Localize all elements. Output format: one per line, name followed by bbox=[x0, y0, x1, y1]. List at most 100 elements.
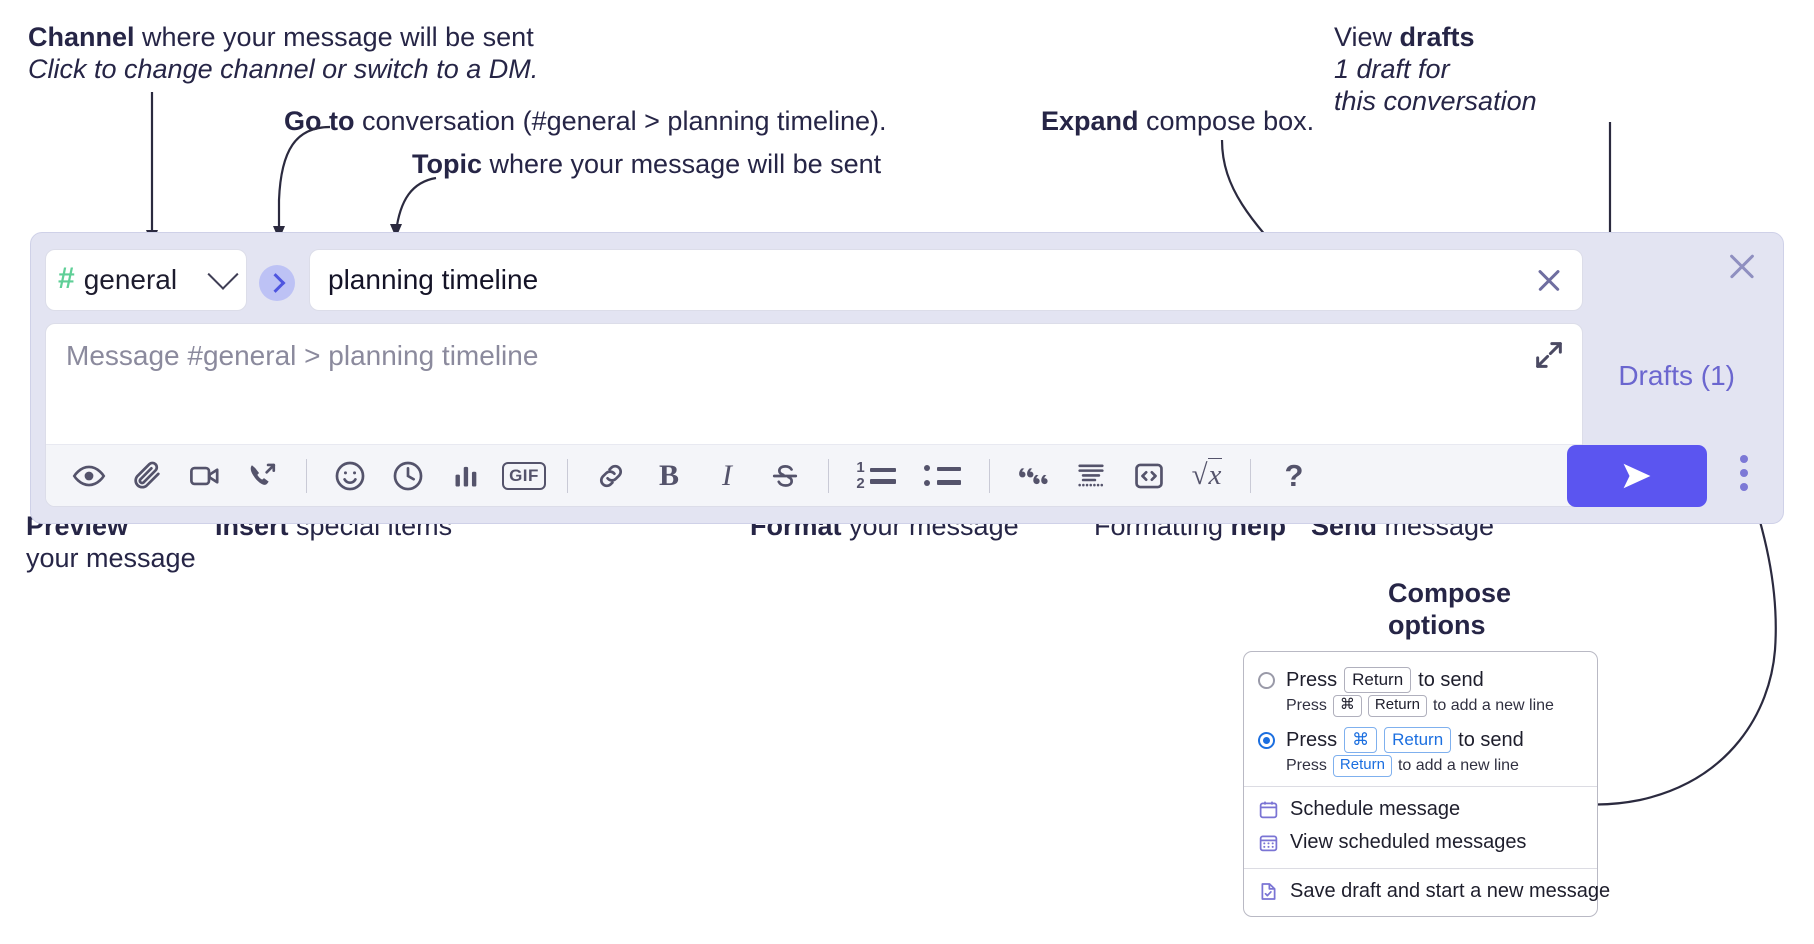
annotation-topic: Topic where your message will be sent bbox=[412, 149, 881, 181]
topic-input[interactable]: planning timeline bbox=[309, 249, 1583, 311]
separator-3 bbox=[828, 458, 829, 493]
annotation-compose-options-l1: Compose bbox=[1388, 578, 1512, 608]
annotation-expand: Expand compose box. bbox=[1041, 106, 1314, 138]
option-cmd-return-to-send[interactable]: Press ⌘ Return to send bbox=[1244, 717, 1597, 754]
option-return-main: Press Return to send bbox=[1286, 667, 1484, 694]
radio-return-to-send[interactable] bbox=[1258, 672, 1275, 689]
audio-clip-button[interactable] bbox=[234, 451, 292, 501]
preview-button[interactable] bbox=[60, 451, 118, 501]
annotation-compose-options-l2: options bbox=[1388, 610, 1486, 641]
menu-divider-1 bbox=[1244, 786, 1597, 787]
annotation-drafts-italic-1: 1 draft for bbox=[1334, 53, 1450, 84]
option-cmd-return-sub: Press Return to add a new line bbox=[1244, 755, 1597, 777]
option-return-sub-tail: to add a new line bbox=[1432, 697, 1554, 715]
ordered-list-num-1: 1 bbox=[856, 458, 865, 476]
topic-clear-icon[interactable] bbox=[1534, 265, 1564, 295]
annotation-goto: Go to conversation (#general > planning … bbox=[284, 106, 887, 138]
key-return-newline: Return bbox=[1332, 755, 1392, 777]
chevron-down-icon bbox=[207, 258, 239, 290]
key-return: Return bbox=[1344, 667, 1412, 694]
gif-label: GIF bbox=[502, 461, 546, 490]
link-button[interactable] bbox=[582, 451, 640, 501]
blockquote-button[interactable] bbox=[1004, 451, 1062, 501]
close-compose-button[interactable] bbox=[1725, 249, 1759, 283]
annotation-expand-bold: Expand bbox=[1041, 106, 1139, 136]
italic-button[interactable]: I bbox=[698, 451, 756, 501]
goto-conversation-button[interactable] bbox=[259, 265, 295, 301]
formatting-help-button[interactable]: ? bbox=[1265, 451, 1323, 501]
message-input-placeholder: Message #general > planning timeline bbox=[66, 340, 539, 371]
square-root-x-icon: √x bbox=[1191, 458, 1223, 491]
ordered-list-num-2: 2 bbox=[856, 474, 865, 492]
menu-divider-2 bbox=[1244, 868, 1597, 869]
key-return-sub: Return bbox=[1367, 695, 1427, 717]
send-paper-plane-icon bbox=[1623, 463, 1651, 489]
poll-button[interactable] bbox=[437, 451, 495, 501]
strikethrough-button[interactable] bbox=[756, 451, 814, 501]
document-check-icon bbox=[1258, 881, 1279, 902]
hash-icon: # bbox=[58, 262, 75, 295]
annotation-topic-rest: where your message will be sent bbox=[482, 149, 882, 179]
compose-options-button[interactable] bbox=[1727, 453, 1761, 493]
separator-5 bbox=[1250, 458, 1251, 493]
compose-options-menu: Press Return to send Press ⌘ Return to a… bbox=[1243, 651, 1610, 917]
radio-cmd-return-to-send[interactable] bbox=[1258, 732, 1275, 749]
ordered-list-icon: 1 2 bbox=[856, 458, 896, 492]
option-return-press: Press bbox=[1286, 668, 1338, 691]
option-return-sub-press: Press bbox=[1286, 697, 1327, 715]
option-cmd-return-main: Press ⌘ Return to send bbox=[1286, 727, 1524, 754]
annotation-drafts-bold: drafts bbox=[1399, 22, 1475, 52]
bulleted-list-button[interactable] bbox=[909, 451, 975, 501]
bold-button[interactable]: B bbox=[640, 451, 698, 501]
expand-compose-icon[interactable] bbox=[1532, 338, 1566, 372]
option-cmd-sub-tail: to add a new line bbox=[1397, 757, 1519, 775]
bold-icon: B bbox=[658, 458, 679, 492]
key-command: ⌘ bbox=[1332, 695, 1362, 717]
message-editor[interactable]: Message #general > planning timeline bbox=[45, 323, 1583, 507]
key-return-main: Return bbox=[1384, 727, 1452, 754]
annotation-drafts: View drafts 1 draft for this conversatio… bbox=[1334, 22, 1537, 118]
annotation-goto-bold: Go to bbox=[284, 106, 355, 136]
code-block-button[interactable] bbox=[1062, 451, 1120, 501]
key-command-main: ⌘ bbox=[1344, 727, 1378, 754]
option-return-sub: Press ⌘ Return to add a new line bbox=[1244, 695, 1597, 717]
math-button[interactable]: √x bbox=[1178, 451, 1236, 501]
option-cmd-return-press: Press bbox=[1286, 728, 1338, 751]
ordered-list-button[interactable]: 1 2 bbox=[843, 451, 909, 501]
option-return-to-send[interactable]: Press Return to send bbox=[1244, 662, 1597, 694]
menu-item-save-draft-label: Save draft and start a new message bbox=[1290, 880, 1611, 902]
annotation-topic-bold: Topic bbox=[412, 149, 482, 179]
bulleted-list-icon bbox=[923, 465, 961, 486]
question-mark-icon: ? bbox=[1284, 457, 1304, 493]
menu-item-view-scheduled[interactable]: View scheduled messages bbox=[1244, 826, 1597, 859]
kebab-dot-3 bbox=[1740, 483, 1748, 491]
menu-item-save-draft[interactable]: Save draft and start a new message bbox=[1244, 875, 1610, 908]
schedule-button[interactable] bbox=[379, 451, 437, 501]
chevron-right-icon bbox=[265, 273, 286, 293]
code-inline-button[interactable] bbox=[1120, 451, 1178, 501]
video-clip-button[interactable] bbox=[176, 451, 234, 501]
drafts-link[interactable]: Drafts (1) bbox=[1618, 360, 1735, 391]
menu-item-schedule-label: Schedule message bbox=[1290, 798, 1461, 820]
attach-button[interactable] bbox=[118, 451, 176, 501]
option-cmd-return-tail: to send bbox=[1458, 728, 1524, 751]
topic-input-value: planning timeline bbox=[328, 264, 539, 295]
formatting-toolbar: GIF B I bbox=[46, 444, 1582, 506]
compose-panel: # general planning timeline Message #gen… bbox=[30, 232, 1784, 524]
channel-selector[interactable]: # general bbox=[45, 249, 247, 311]
separator-4 bbox=[989, 458, 990, 493]
annotation-drafts-lead: View bbox=[1334, 22, 1400, 52]
send-button[interactable] bbox=[1567, 445, 1707, 507]
annotation-channel: Channel where your message will be sent … bbox=[28, 22, 538, 86]
channel-name-label: general bbox=[83, 264, 178, 295]
option-return-tail: to send bbox=[1418, 668, 1484, 691]
gif-button[interactable]: GIF bbox=[495, 451, 553, 501]
separator-1 bbox=[306, 458, 307, 493]
annotation-preview-rest: your message bbox=[26, 542, 196, 573]
annotation-channel-bold: Channel bbox=[28, 22, 135, 52]
annotation-drafts-italic-2: this conversation bbox=[1334, 85, 1537, 116]
emoji-button[interactable] bbox=[321, 451, 379, 501]
kebab-dot-1 bbox=[1740, 455, 1748, 463]
menu-item-schedule-message[interactable]: Schedule message bbox=[1244, 793, 1597, 826]
annotation-goto-rest: conversation (#general > planning timeli… bbox=[354, 106, 887, 136]
